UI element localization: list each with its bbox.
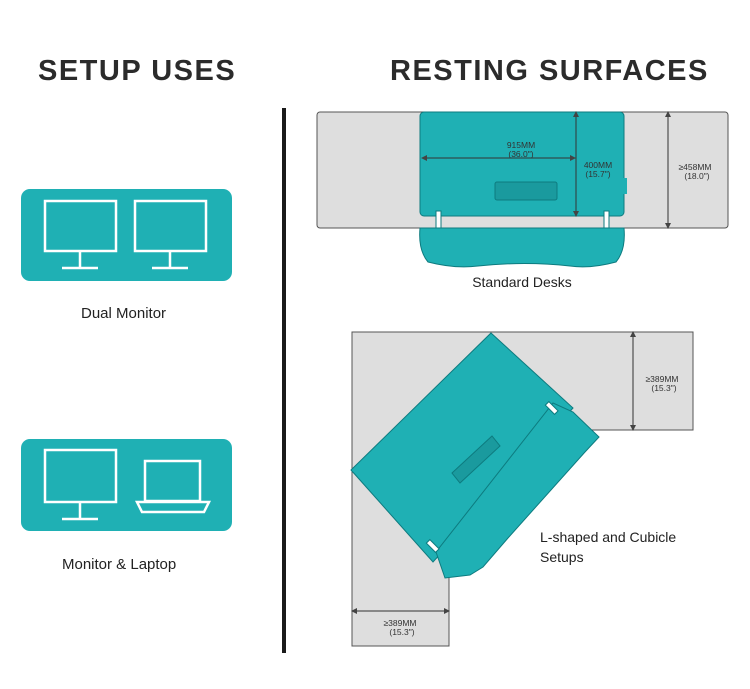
monitor-laptop-tile xyxy=(21,439,232,531)
section-divider xyxy=(282,108,286,653)
depth-mm: 400MM xyxy=(584,160,612,170)
keyboard-tray xyxy=(494,181,558,201)
l-bottom-mm: ≥389MM xyxy=(383,618,416,628)
setup-uses-heading: SETUP USES xyxy=(38,55,237,87)
l-shaped-label-line2: Setups xyxy=(540,549,584,565)
standard-stand-base xyxy=(419,227,625,268)
monitor-laptop-label: Monitor & Laptop xyxy=(62,556,177,573)
width-mm: 915MM xyxy=(507,140,535,150)
standard-desk-diagram xyxy=(316,111,729,268)
l-shaped-label-line1: L-shaped and Cubicle xyxy=(540,529,676,545)
monitor-laptop-icon xyxy=(43,448,212,521)
dual-monitor-label: Dual Monitor xyxy=(81,305,167,322)
dual-monitor-tile xyxy=(21,189,232,281)
l-shaped-desk-diagram xyxy=(350,331,694,647)
dual-monitor-icon xyxy=(43,199,208,270)
width-in: (36.0") xyxy=(508,149,533,159)
min-depth-in: (18.0") xyxy=(684,171,709,181)
l-right-in: (15.3") xyxy=(651,383,676,393)
standard-desks-label: Standard Desks xyxy=(472,274,572,290)
l-stand-top xyxy=(350,332,574,563)
depth-in: (15.7") xyxy=(585,169,610,179)
min-depth-mm: ≥458MM xyxy=(678,162,711,172)
resting-surfaces-heading: RESTING SURFACES xyxy=(390,55,709,87)
l-bottom-in: (15.3") xyxy=(389,627,414,637)
l-stand-base xyxy=(435,402,600,579)
l-keyboard-tray xyxy=(451,435,501,484)
l-right-mm: ≥389MM xyxy=(645,374,678,384)
